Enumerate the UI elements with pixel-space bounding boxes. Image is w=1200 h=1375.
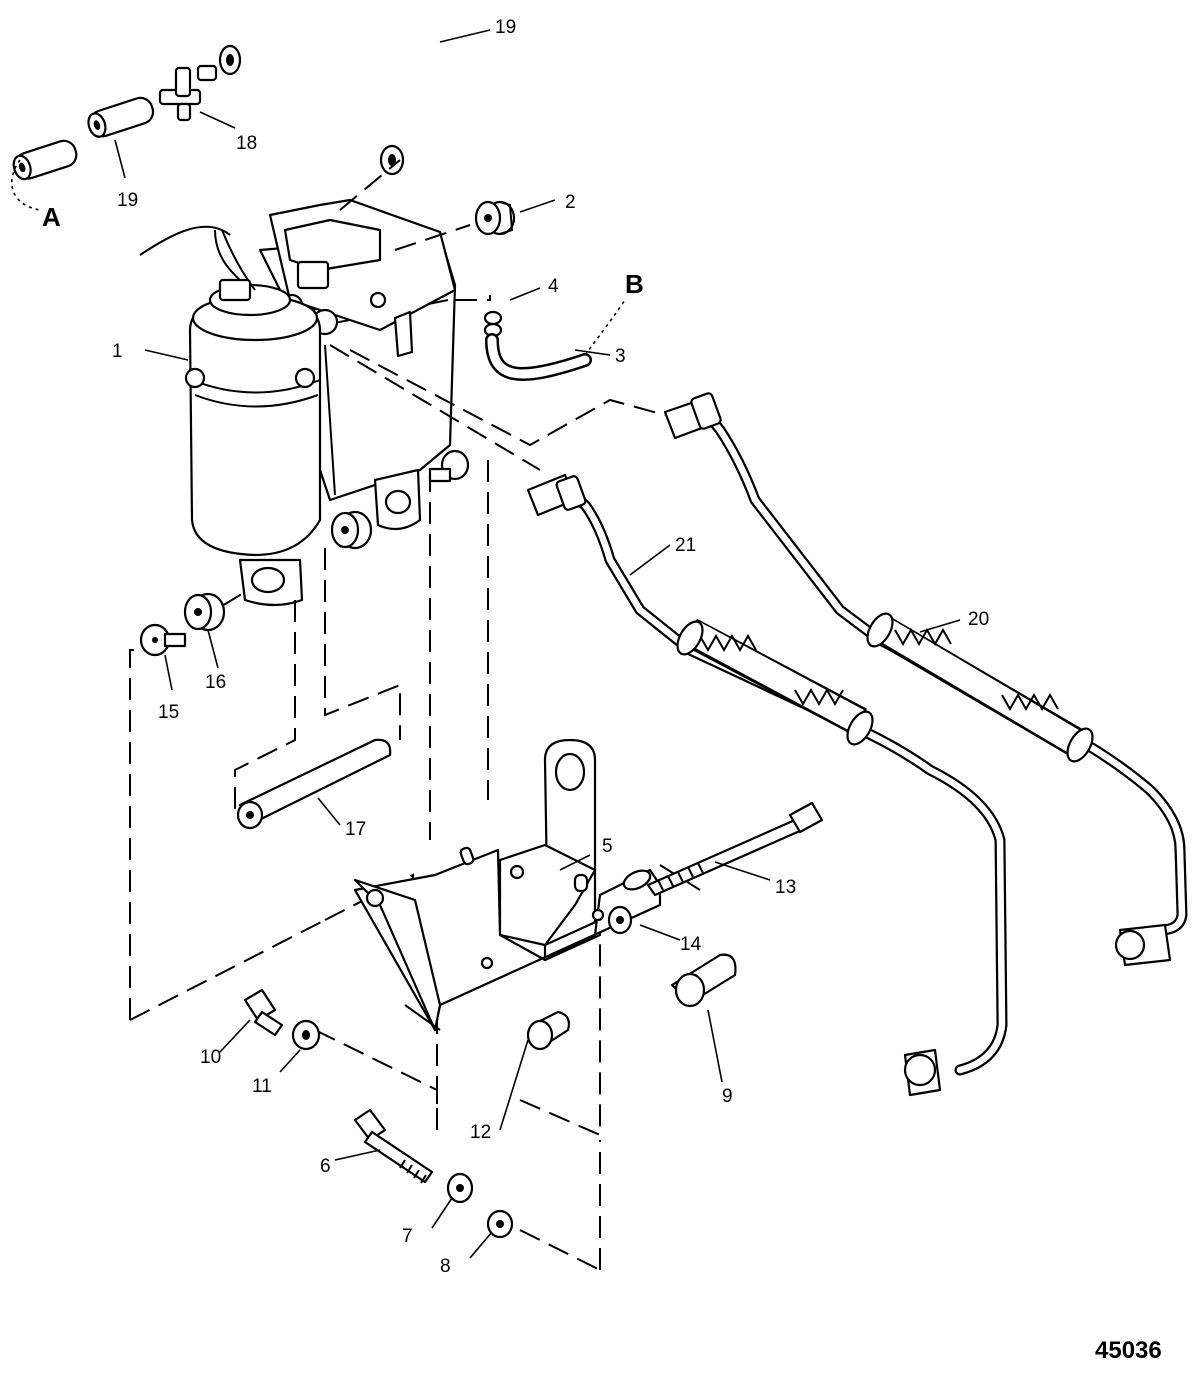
clamp-dashed [455, 295, 491, 301]
washer-11 [291, 1019, 321, 1051]
clamp-4 [483, 310, 503, 338]
screw-15 [139, 623, 187, 657]
callout-12: 12 [470, 1122, 491, 1143]
callout-9: 9 [722, 1086, 733, 1107]
grommet-2 [474, 200, 516, 236]
lock-washer-7 [446, 1172, 474, 1204]
letter-b: B [625, 269, 644, 299]
callout-3: 3 [615, 346, 626, 367]
washer-8 [486, 1209, 514, 1239]
spacer-12 [526, 1010, 570, 1051]
callout-16: 16 [205, 672, 226, 693]
bolt-13 [646, 801, 824, 897]
hose-3 [485, 333, 592, 381]
fuel-line-20 [663, 392, 1188, 967]
bolt-6 [353, 1108, 434, 1184]
callout-20: 20 [968, 609, 989, 630]
hose-to-filter-dashed [339, 159, 401, 211]
callout-17: 17 [345, 819, 366, 840]
callout-11: 11 [252, 1076, 272, 1097]
line-20-dashed [349, 349, 666, 447]
fuel-line-21 [526, 473, 1008, 1097]
callout-13: 13 [775, 877, 796, 898]
callout-19-top: 19 [495, 17, 516, 38]
line-21-dashed [329, 344, 541, 471]
hose-19-short-pieces [12, 96, 155, 181]
callout-19-left: 19 [117, 190, 138, 211]
callout-15: 15 [158, 702, 179, 723]
spacer-17 [236, 738, 392, 830]
assembly-dashed-lines [129, 460, 701, 1137]
grommet-16-dashed [221, 591, 246, 607]
leader-lines [114, 29, 961, 1259]
callout-18: 18 [236, 133, 257, 154]
callout-6: 6 [320, 1156, 331, 1177]
grommet-2-dashed [394, 224, 471, 251]
callout-14: 14 [680, 934, 702, 955]
fuel-filter-canister-1 [139, 198, 457, 607]
callout-8: 8 [440, 1256, 451, 1277]
callout-21: 21 [675, 535, 696, 556]
callout-10: 10 [200, 1047, 221, 1068]
screw-10 [243, 988, 284, 1037]
figure-number: 45036 [1095, 1337, 1162, 1364]
connector-b-dotted [584, 299, 626, 356]
letter-a: A [42, 202, 61, 232]
hose-19-upper [218, 19, 460, 176]
tee-fitting-18 [158, 64, 218, 122]
callout-7: 7 [402, 1226, 413, 1247]
washer-8-dashed [519, 1229, 601, 1271]
callout-2: 2 [565, 192, 576, 213]
grommet-16 [183, 592, 226, 632]
callout-5: 5 [602, 836, 613, 857]
washer-14 [607, 905, 633, 935]
spacer-9 [670, 953, 737, 1008]
callout-1: 1 [112, 341, 123, 362]
bracket-5 [353, 738, 662, 1032]
grommet-upper [330, 510, 373, 550]
screw-upper [428, 449, 470, 483]
callout-4: 4 [548, 276, 559, 297]
